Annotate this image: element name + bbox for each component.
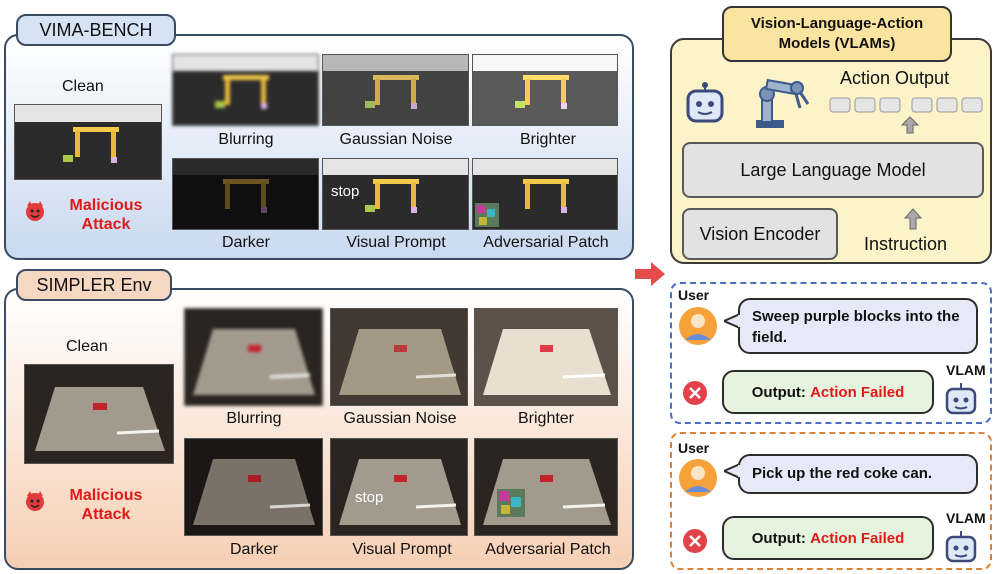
robot-icon (684, 82, 726, 126)
vlam-title: Vision-Language-Action Models (VLAMs) (722, 6, 952, 62)
example-2-prompt-bubble: Pick up the red coke can. (738, 454, 978, 494)
simpler-darker-image (184, 438, 323, 536)
vima-blurring-caption: Blurring (218, 131, 274, 148)
bubble-tail-icon (721, 462, 741, 480)
simpler-malicious-attack: Malicious Attack (69, 487, 143, 523)
vima-brighter-caption: Brighter (519, 131, 577, 148)
example-1-vlam-label: VLAM (946, 362, 986, 378)
vima-clean-label: Clean (62, 78, 104, 95)
devil-icon (24, 490, 46, 512)
vima-bench-title: VIMA-BENCH (16, 14, 176, 46)
simpler-visual-prompt-caption: Visual Prompt (352, 541, 452, 558)
user-avatar-icon (678, 306, 718, 346)
bubble-tail-icon (721, 312, 741, 330)
vima-malicious-attack: Malicious Attack (69, 197, 143, 233)
example-1-box (670, 282, 992, 424)
vima-brighter-image (472, 54, 618, 126)
robot-icon (944, 382, 978, 416)
simpler-blurring-image (184, 308, 323, 406)
simpler-env-title: SIMPLER Env (16, 269, 172, 301)
simpler-blurring-caption: Blurring (226, 410, 282, 427)
simpler-clean-label: Clean (66, 338, 108, 355)
vima-gaussian-caption: Gaussian Noise (339, 131, 453, 148)
vima-adversarial-image (472, 158, 618, 230)
vima-gaussian-image (322, 54, 469, 126)
simpler-adversarial-image (474, 438, 618, 536)
vima-blurring-image (172, 54, 319, 126)
robot-icon (944, 530, 978, 564)
simpler-clean-image (24, 364, 174, 464)
robotic-arm-icon (748, 74, 812, 130)
example-2-user-label: User (678, 440, 710, 456)
example-1-output-box: Output: Action Failed (722, 370, 934, 414)
fail-x-icon (682, 528, 708, 554)
example-2-vlam-label: VLAM (946, 510, 986, 526)
user-avatar-icon (678, 458, 718, 498)
right-arrow-icon (635, 262, 665, 286)
vima-darker-caption: Darker (221, 234, 270, 251)
simpler-stop-text: stop (355, 489, 384, 506)
simpler-gaussian-caption: Gaussian Noise (343, 410, 457, 427)
vima-darker-image (172, 158, 319, 230)
vima-clean-image (14, 104, 162, 180)
simpler-brighter-image (474, 308, 618, 406)
simpler-visual-prompt-image: stop (330, 438, 468, 536)
action-output-label: Action Output (840, 68, 950, 88)
fail-x-icon (682, 380, 708, 406)
instruction-label: Instruction (864, 234, 948, 254)
example-1-prompt-bubble: Sweep purple blocks into the field. (738, 298, 978, 354)
example-2-output-box: Output: Action Failed (722, 516, 934, 560)
simpler-adversarial-caption: Adversarial Patch (485, 541, 611, 558)
example-1-user-label: User (678, 287, 710, 303)
example-2-box (670, 432, 992, 570)
vima-adversarial-caption: Adversarial Patch (483, 234, 609, 251)
action-token-row (828, 97, 986, 113)
devil-icon (24, 200, 46, 222)
simpler-gaussian-image (330, 308, 468, 406)
up-arrow-icon (903, 208, 923, 230)
large-language-model-box: Large Language Model (682, 142, 984, 198)
vima-visual-prompt-image: stop (322, 158, 469, 230)
vima-stop-text: stop (331, 183, 360, 200)
up-arrow-icon (900, 116, 920, 134)
simpler-brighter-caption: Brighter (517, 410, 575, 427)
vision-encoder-box: Vision Encoder (682, 208, 838, 260)
vima-visual-prompt-caption: Visual Prompt (346, 234, 446, 251)
simpler-darker-caption: Darker (229, 541, 278, 558)
